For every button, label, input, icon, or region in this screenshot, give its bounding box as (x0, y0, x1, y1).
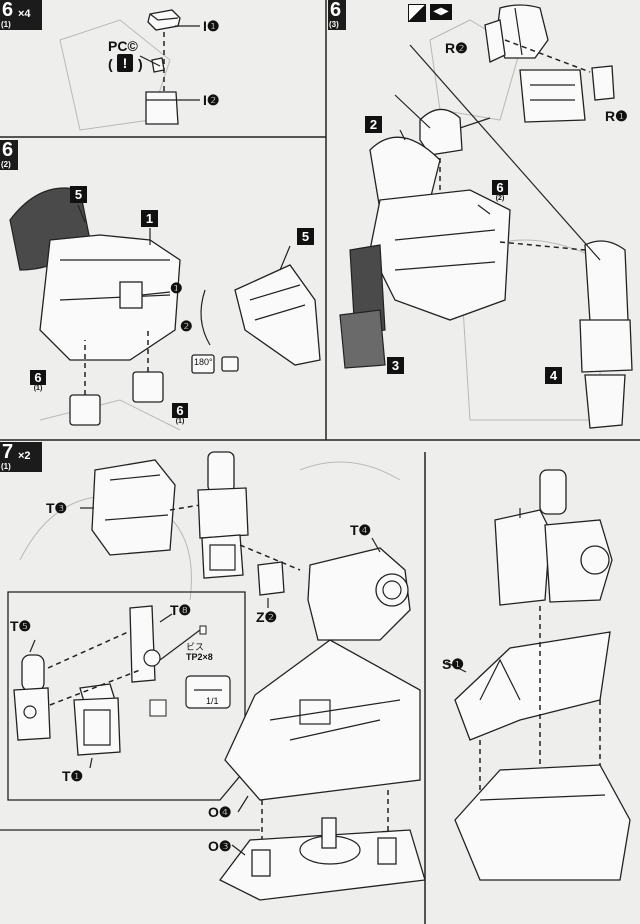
ref-step-6-1-left: 6 (1) (30, 370, 46, 392)
arrow-step-1: ❶ (170, 280, 183, 296)
step-multiplier: ×4 (18, 8, 31, 20)
label-o4: O❹ (208, 804, 232, 820)
ref-step-6-2: 6 (2) (492, 180, 508, 202)
screw-spec: TP2×8 (186, 652, 213, 662)
label-o3: O❸ (208, 838, 232, 854)
part-box-3: 3 (387, 357, 404, 374)
step-sub: (3) (329, 20, 339, 29)
step-number: 6 (2, 139, 14, 161)
part-box-2: 2 (365, 116, 382, 133)
step-number: 7 (2, 441, 14, 463)
label-t1: T❶ (62, 768, 84, 784)
inset-box (7, 591, 246, 801)
step-badge-6-3: 6 (3) (328, 0, 346, 30)
label-z2: Z❷ (256, 609, 278, 625)
stand-parts (219, 639, 426, 901)
ref-sub: (2) (495, 195, 505, 202)
part-box-5-right: 5 (297, 228, 314, 245)
label-i2: I❷ (203, 92, 220, 108)
pc-paren-close: ) (138, 56, 143, 72)
split-mark-icon: ◀▶ (430, 4, 452, 20)
ref-sub: (1) (33, 385, 43, 392)
part-box-1: 1 (141, 210, 158, 227)
label-t8: T❽ (170, 602, 192, 618)
label-t5: T❺ (10, 618, 32, 634)
step-number: 6 (330, 0, 342, 21)
step-sub: (1) (1, 462, 11, 471)
step-multiplier: ×2 (18, 450, 31, 462)
step-sub: (1) (1, 20, 11, 29)
ref-num: 6 (30, 370, 46, 385)
ref-step-6-1-right: 6 (1) (172, 403, 188, 425)
paint-mark-icon (408, 4, 426, 22)
label-t4: T❹ (350, 522, 372, 538)
step-number: 6 (2, 0, 14, 21)
step6-2-shoulder (9, 187, 321, 426)
label-t3: T❸ (46, 500, 68, 516)
screw-name: ビス (186, 642, 205, 652)
step6-1-parts (139, 9, 200, 125)
label-pcc: PC© (108, 38, 138, 54)
rotate-180-label: 180° (194, 357, 213, 367)
part-box-5-left: 5 (70, 186, 87, 203)
step-badge-6-2: 6 (2) (0, 140, 18, 170)
label-r1: R❶ (605, 108, 628, 124)
pc-caution-icon: ! (117, 54, 133, 72)
arrow-step-2: ❷ (180, 318, 193, 334)
ref-sub: (1) (175, 418, 185, 425)
step7-assembled (445, 469, 631, 881)
label-r2: R❷ (445, 40, 468, 56)
step7-1-parts (13, 451, 411, 769)
label-i1: I❶ (203, 18, 220, 34)
step-badge-7-1: 7 (1) ×2 (0, 442, 42, 472)
ref-num: 6 (172, 403, 188, 418)
step-sub: (2) (1, 160, 11, 169)
step6-3-torso (339, 4, 633, 429)
step-badge-6-1: 6 (1) ×4 (0, 0, 42, 30)
part-box-4: 4 (545, 367, 562, 384)
label-s1: S❶ (442, 656, 464, 672)
pc-paren-open: ( (108, 56, 113, 72)
ref-num: 6 (492, 180, 508, 195)
screw-qty: 1/1 (206, 696, 219, 706)
